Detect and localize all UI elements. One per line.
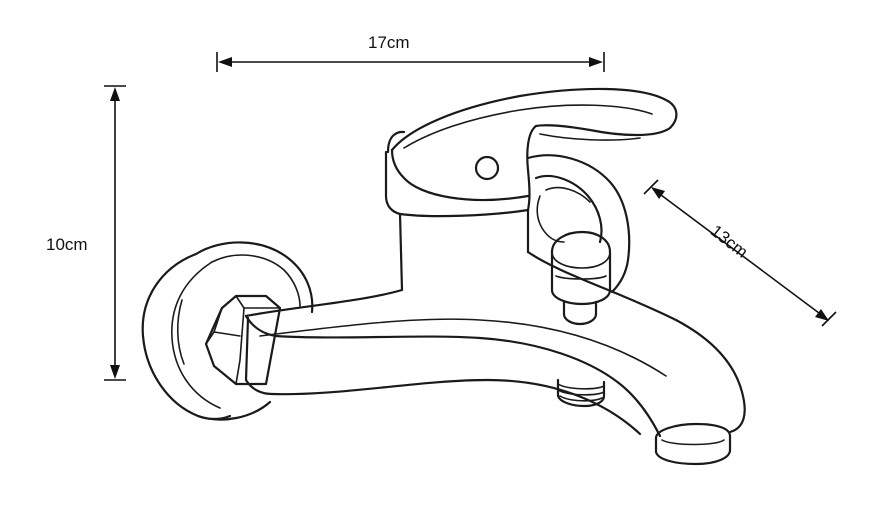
width-dimension-line: [216, 52, 605, 72]
diverter-body: [526, 154, 631, 294]
faucet-body: [384, 130, 530, 292]
height-dimension-line: [104, 85, 126, 381]
spout: [244, 250, 746, 466]
lever-handle: [390, 87, 678, 212]
width-dimension-label: 17cm: [368, 33, 410, 52]
wall-flange: [141, 241, 314, 421]
diverter-knob: [550, 230, 612, 326]
hex-nut: [204, 294, 282, 386]
height-dimension-label: 10cm: [46, 235, 88, 254]
depth-dimension-line: [643, 179, 837, 327]
hose-outlet: [556, 378, 606, 408]
